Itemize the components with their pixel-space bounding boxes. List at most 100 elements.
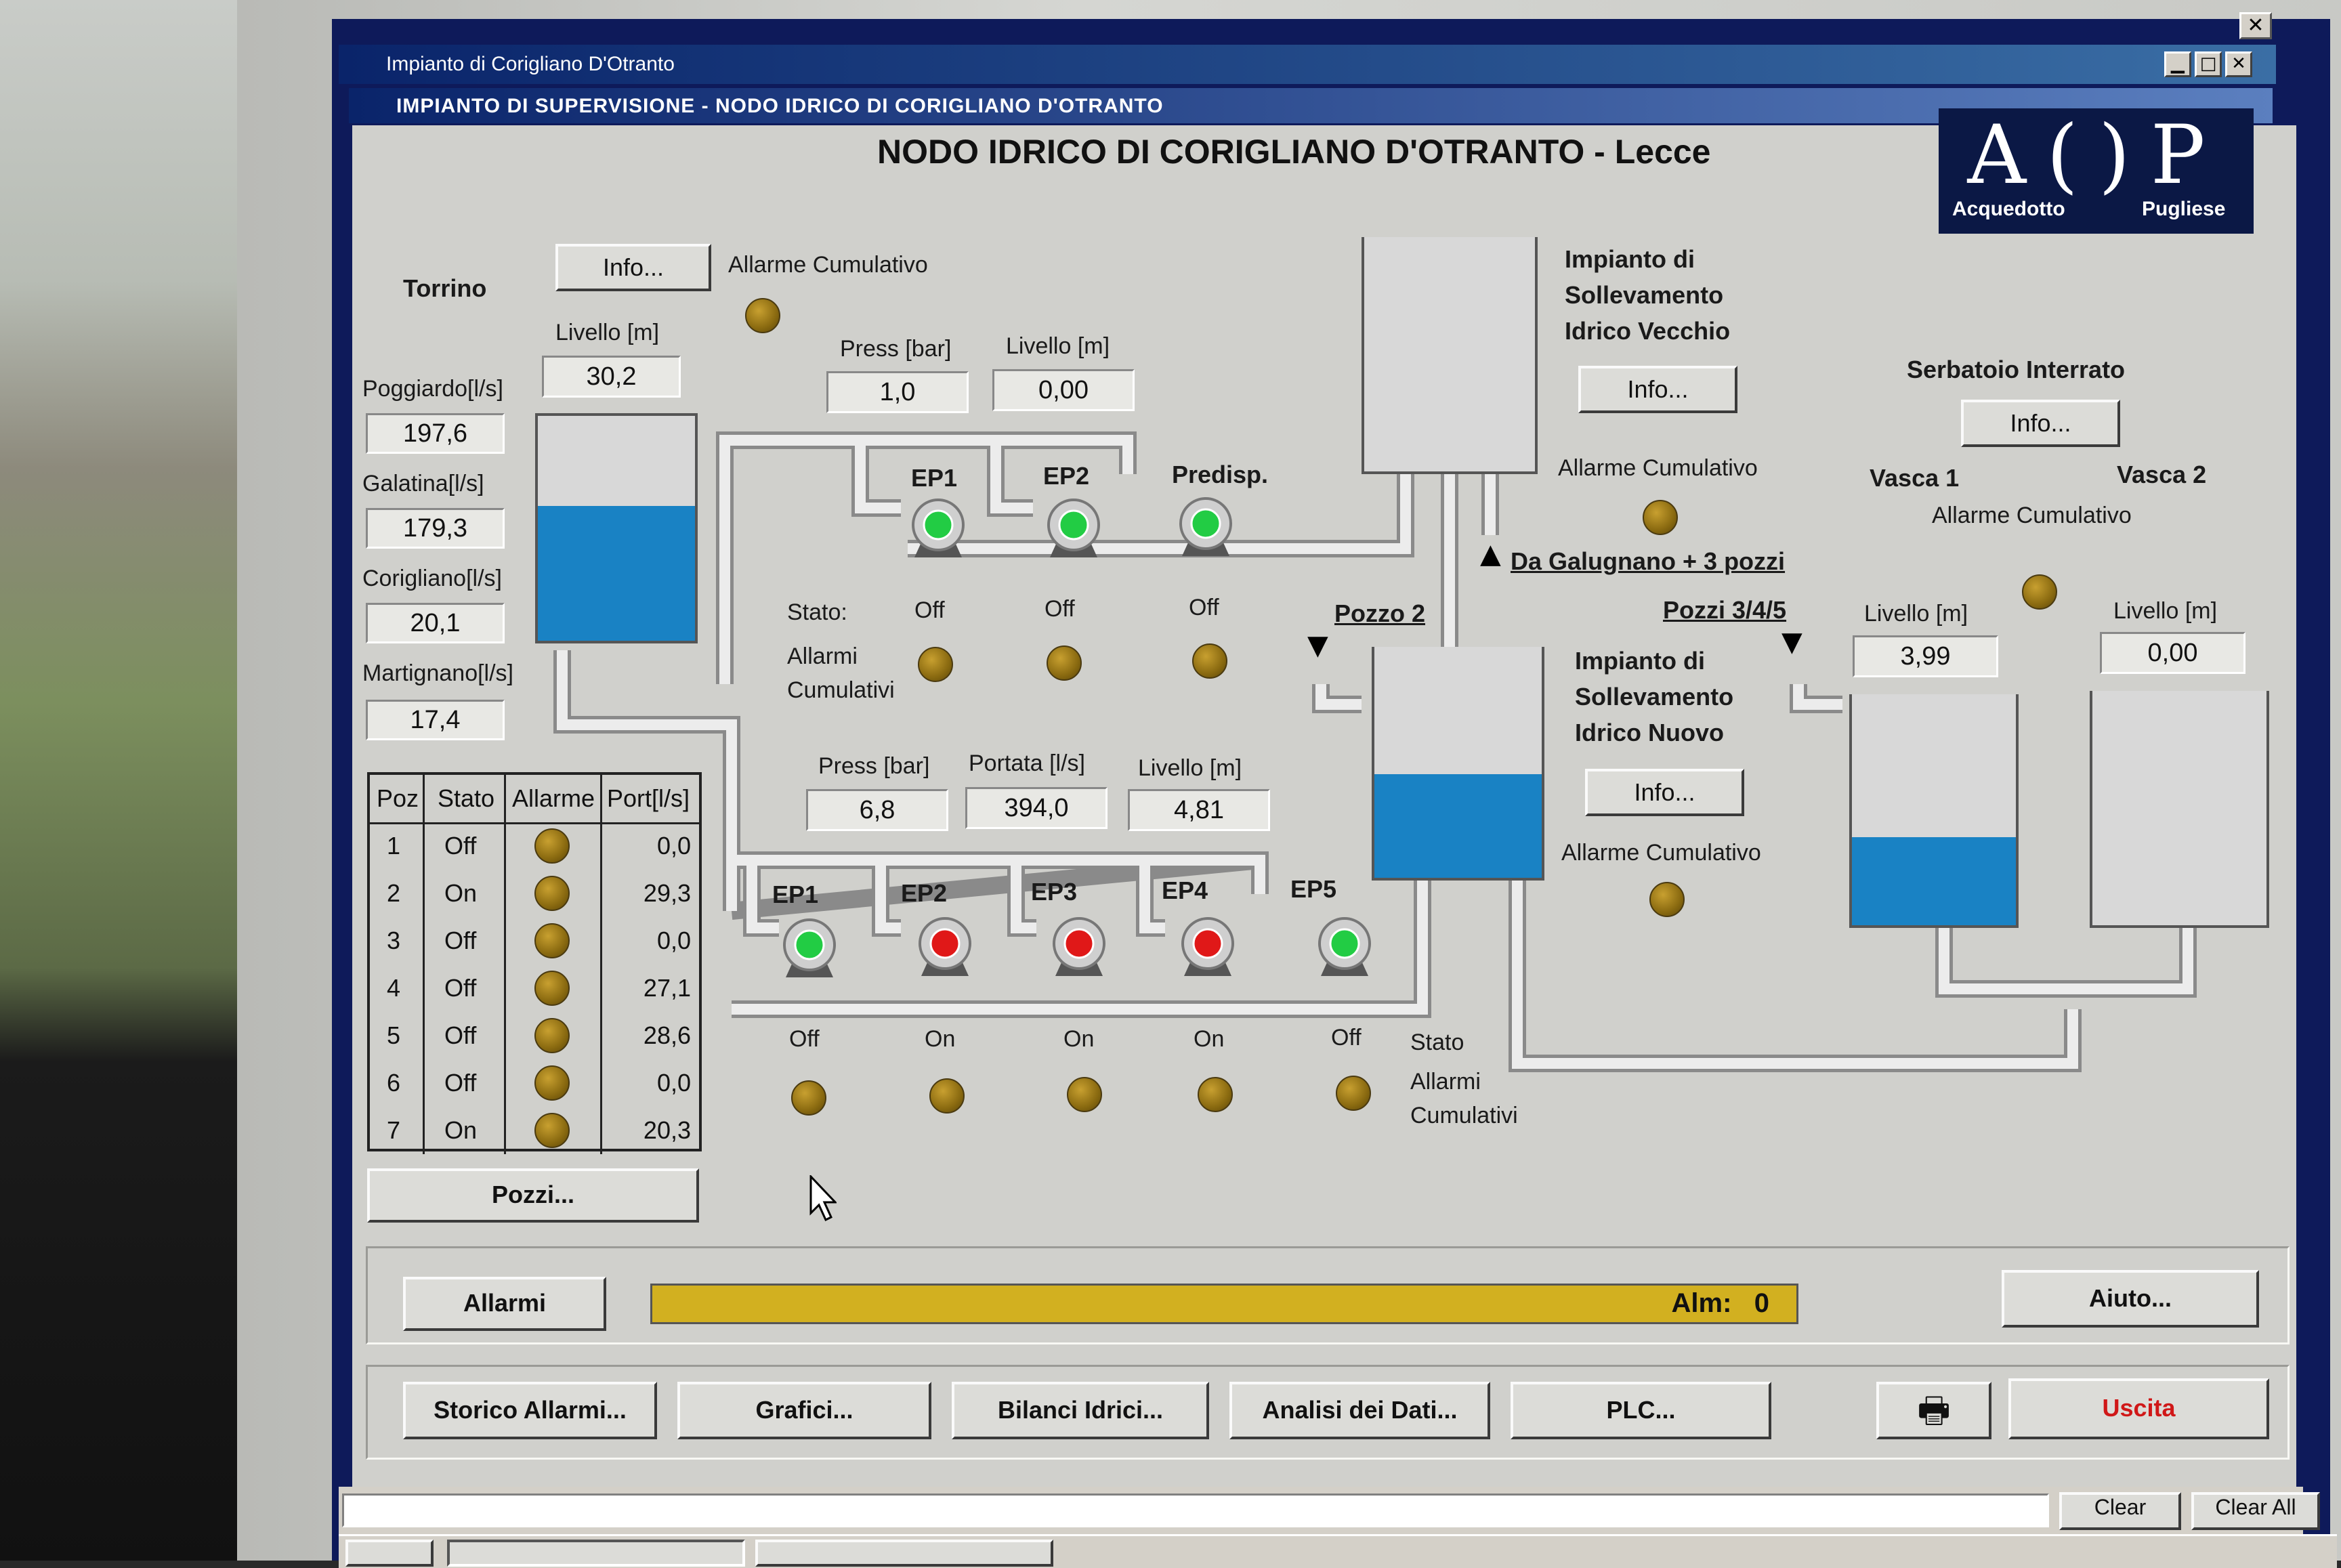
lower-pump-ep2-state: On [925, 1026, 956, 1052]
vasca1-level-label: Livello [m] [1864, 601, 1968, 627]
well-poz-cell: 5 [387, 1021, 401, 1049]
pozzi345-label: Pozzi 3/4/5 [1663, 596, 1787, 624]
uscita-button[interactable]: Uscita [2008, 1378, 2269, 1439]
lower-pump-ep4-label: EP4 [1162, 876, 1208, 904]
upper-level-value: 0,00 [992, 369, 1135, 411]
torrino-water-level [538, 505, 695, 641]
lower-alarms-label-2: Cumulativi [1410, 1103, 1518, 1128]
well-port-cell: 28,6 [643, 1021, 691, 1049]
old-plant-info-button[interactable]: Info... [1578, 366, 1737, 413]
upper-pump-ep2[interactable] [1036, 498, 1111, 559]
well-stato-cell: Off [444, 1069, 477, 1097]
well-stato-cell: On [444, 1116, 478, 1144]
lower-pump-ep1-state: Off [789, 1026, 820, 1052]
taskbar-item-app[interactable] [447, 1540, 745, 1567]
upper-pump-predisp-label: Predisp. [1172, 461, 1269, 488]
outer-window-title: Impianto di Corigliano D'Otranto [386, 53, 675, 75]
lower-pump-ep3-alarm-led [1067, 1077, 1102, 1112]
print-icon[interactable]: 🖶 [1876, 1382, 1991, 1439]
background-window [0, 0, 237, 1561]
grafici-button[interactable]: Grafici... [677, 1382, 931, 1439]
pozzi-button[interactable]: Pozzi... [367, 1168, 699, 1223]
pozzi345-arrow-down-icon: ▼ [1781, 627, 1802, 658]
bilanci-idrici-button[interactable]: Bilanci Idrici... [952, 1382, 1209, 1439]
well-stato-cell: Off [444, 832, 477, 860]
torrino-cum-alarm-label: Allarme Cumulativo [728, 252, 928, 278]
new-plant-info-button[interactable]: Info... [1585, 769, 1744, 816]
logo-letters: A()P [1967, 108, 2226, 203]
lower-state-label: Stato [1410, 1030, 1464, 1055]
flow-value-corigliano: 20,1 [366, 603, 505, 643]
torrino-info-button[interactable]: Info... [555, 244, 711, 291]
flow-value-martignano: 17,4 [366, 700, 505, 740]
well-alarm-led [534, 1018, 570, 1053]
well-alarm-led [534, 1113, 570, 1148]
old-plant-title-2: Sollevamento [1565, 281, 1724, 309]
well-port-cell: 20,3 [643, 1116, 691, 1144]
wells-header-stato: Stato [438, 784, 495, 812]
lower-pump-ep4[interactable] [1170, 916, 1245, 977]
vasca2-level-label: Livello [m] [2113, 598, 2218, 624]
lower-pump-ep5-state: Off [1331, 1025, 1362, 1051]
vasca2-label: Vasca 2 [2117, 461, 2207, 488]
upper-pump-ep1[interactable] [901, 498, 975, 559]
allarmi-button[interactable]: Allarmi [403, 1277, 606, 1331]
torrino-level-label: Livello [m] [555, 320, 660, 345]
uscita-label: Uscita [2102, 1394, 2176, 1422]
upper-pump-predisp-alarm-led [1192, 643, 1227, 679]
upper-press-label: Press [bar] [840, 336, 952, 362]
torrino-level-value: 30,2 [542, 356, 681, 398]
lower-pump-ep1-label: EP1 [772, 881, 819, 908]
lower-pump-ep3-state: On [1063, 1026, 1095, 1052]
outer-close-button[interactable]: ✕ [2239, 12, 2272, 39]
well-alarm-led [534, 876, 570, 911]
minimize-button[interactable]: ▁ [2164, 51, 2191, 77]
well-port-cell: 29,3 [643, 879, 691, 907]
well-poz-cell: 2 [387, 879, 401, 907]
plc-button[interactable]: PLC... [1511, 1382, 1771, 1439]
well-port-cell: 0,0 [656, 927, 691, 954]
upper-pump-predisp[interactable] [1168, 496, 1243, 557]
well-poz-cell: 7 [387, 1116, 401, 1144]
flow-label-corigliano: Corigliano[l/s] [362, 566, 502, 591]
torrino-tank [535, 413, 698, 643]
aiuto-button[interactable]: Aiuto... [2002, 1270, 2259, 1328]
storico-allarmi-button[interactable]: Storico Allarmi... [403, 1382, 657, 1439]
lower-pump-ep2-label: EP2 [901, 879, 948, 907]
wells-header-port: Port[l/s] [607, 784, 690, 812]
well-poz-cell: 4 [387, 974, 401, 1002]
upper-level-label: Livello [m] [1006, 333, 1110, 359]
lower-pump-ep3[interactable] [1042, 916, 1116, 977]
interrato-info-button[interactable]: Info... [1961, 400, 2120, 447]
old-plant-inlet-label: Da Galugnano + 3 pozzi [1511, 547, 1786, 575]
vasca2-tank [2090, 691, 2269, 928]
lower-pump-ep2[interactable] [908, 916, 982, 977]
well-alarm-led [534, 1065, 570, 1101]
lower-pump-ep1[interactable] [772, 918, 847, 979]
start-button[interactable] [345, 1540, 434, 1567]
old-plant-cum-alarm-label: Allarme Cumulativo [1558, 455, 1758, 481]
wells-table-row: 7 On 20,3 [370, 1107, 699, 1154]
well-stato-cell: Off [444, 974, 477, 1002]
wells-col-divider [423, 775, 425, 1154]
lower-pump-ep5[interactable] [1307, 916, 1382, 977]
logo-line1: Acquedotto [1952, 198, 2065, 220]
new-plant-title-2: Sollevamento [1575, 683, 1734, 711]
status-message-field [342, 1493, 2049, 1527]
flow-value-galatina: 179,3 [366, 508, 505, 549]
maximize-button[interactable]: □ [2195, 51, 2222, 77]
analisi-dati-button[interactable]: Analisi dei Dati... [1229, 1382, 1490, 1439]
close-button[interactable]: ✕ [2225, 51, 2252, 77]
lower-alarms-label-1: Allarmi [1410, 1069, 1481, 1095]
clear-button[interactable]: Clear [2059, 1492, 2181, 1530]
upper-pump-ep2-alarm-led [1047, 645, 1082, 681]
inlet-arrow-up-icon: ▲ [1480, 538, 1501, 570]
new-plant-cum-alarm-label: Allarme Cumulativo [1561, 840, 1761, 866]
new-plant-tank [1372, 647, 1544, 881]
flow-label-poggiardo: Poggiardo[l/s] [362, 376, 503, 402]
taskbar-item-other[interactable] [755, 1540, 1053, 1567]
clear-all-button[interactable]: Clear All [2191, 1492, 2320, 1530]
